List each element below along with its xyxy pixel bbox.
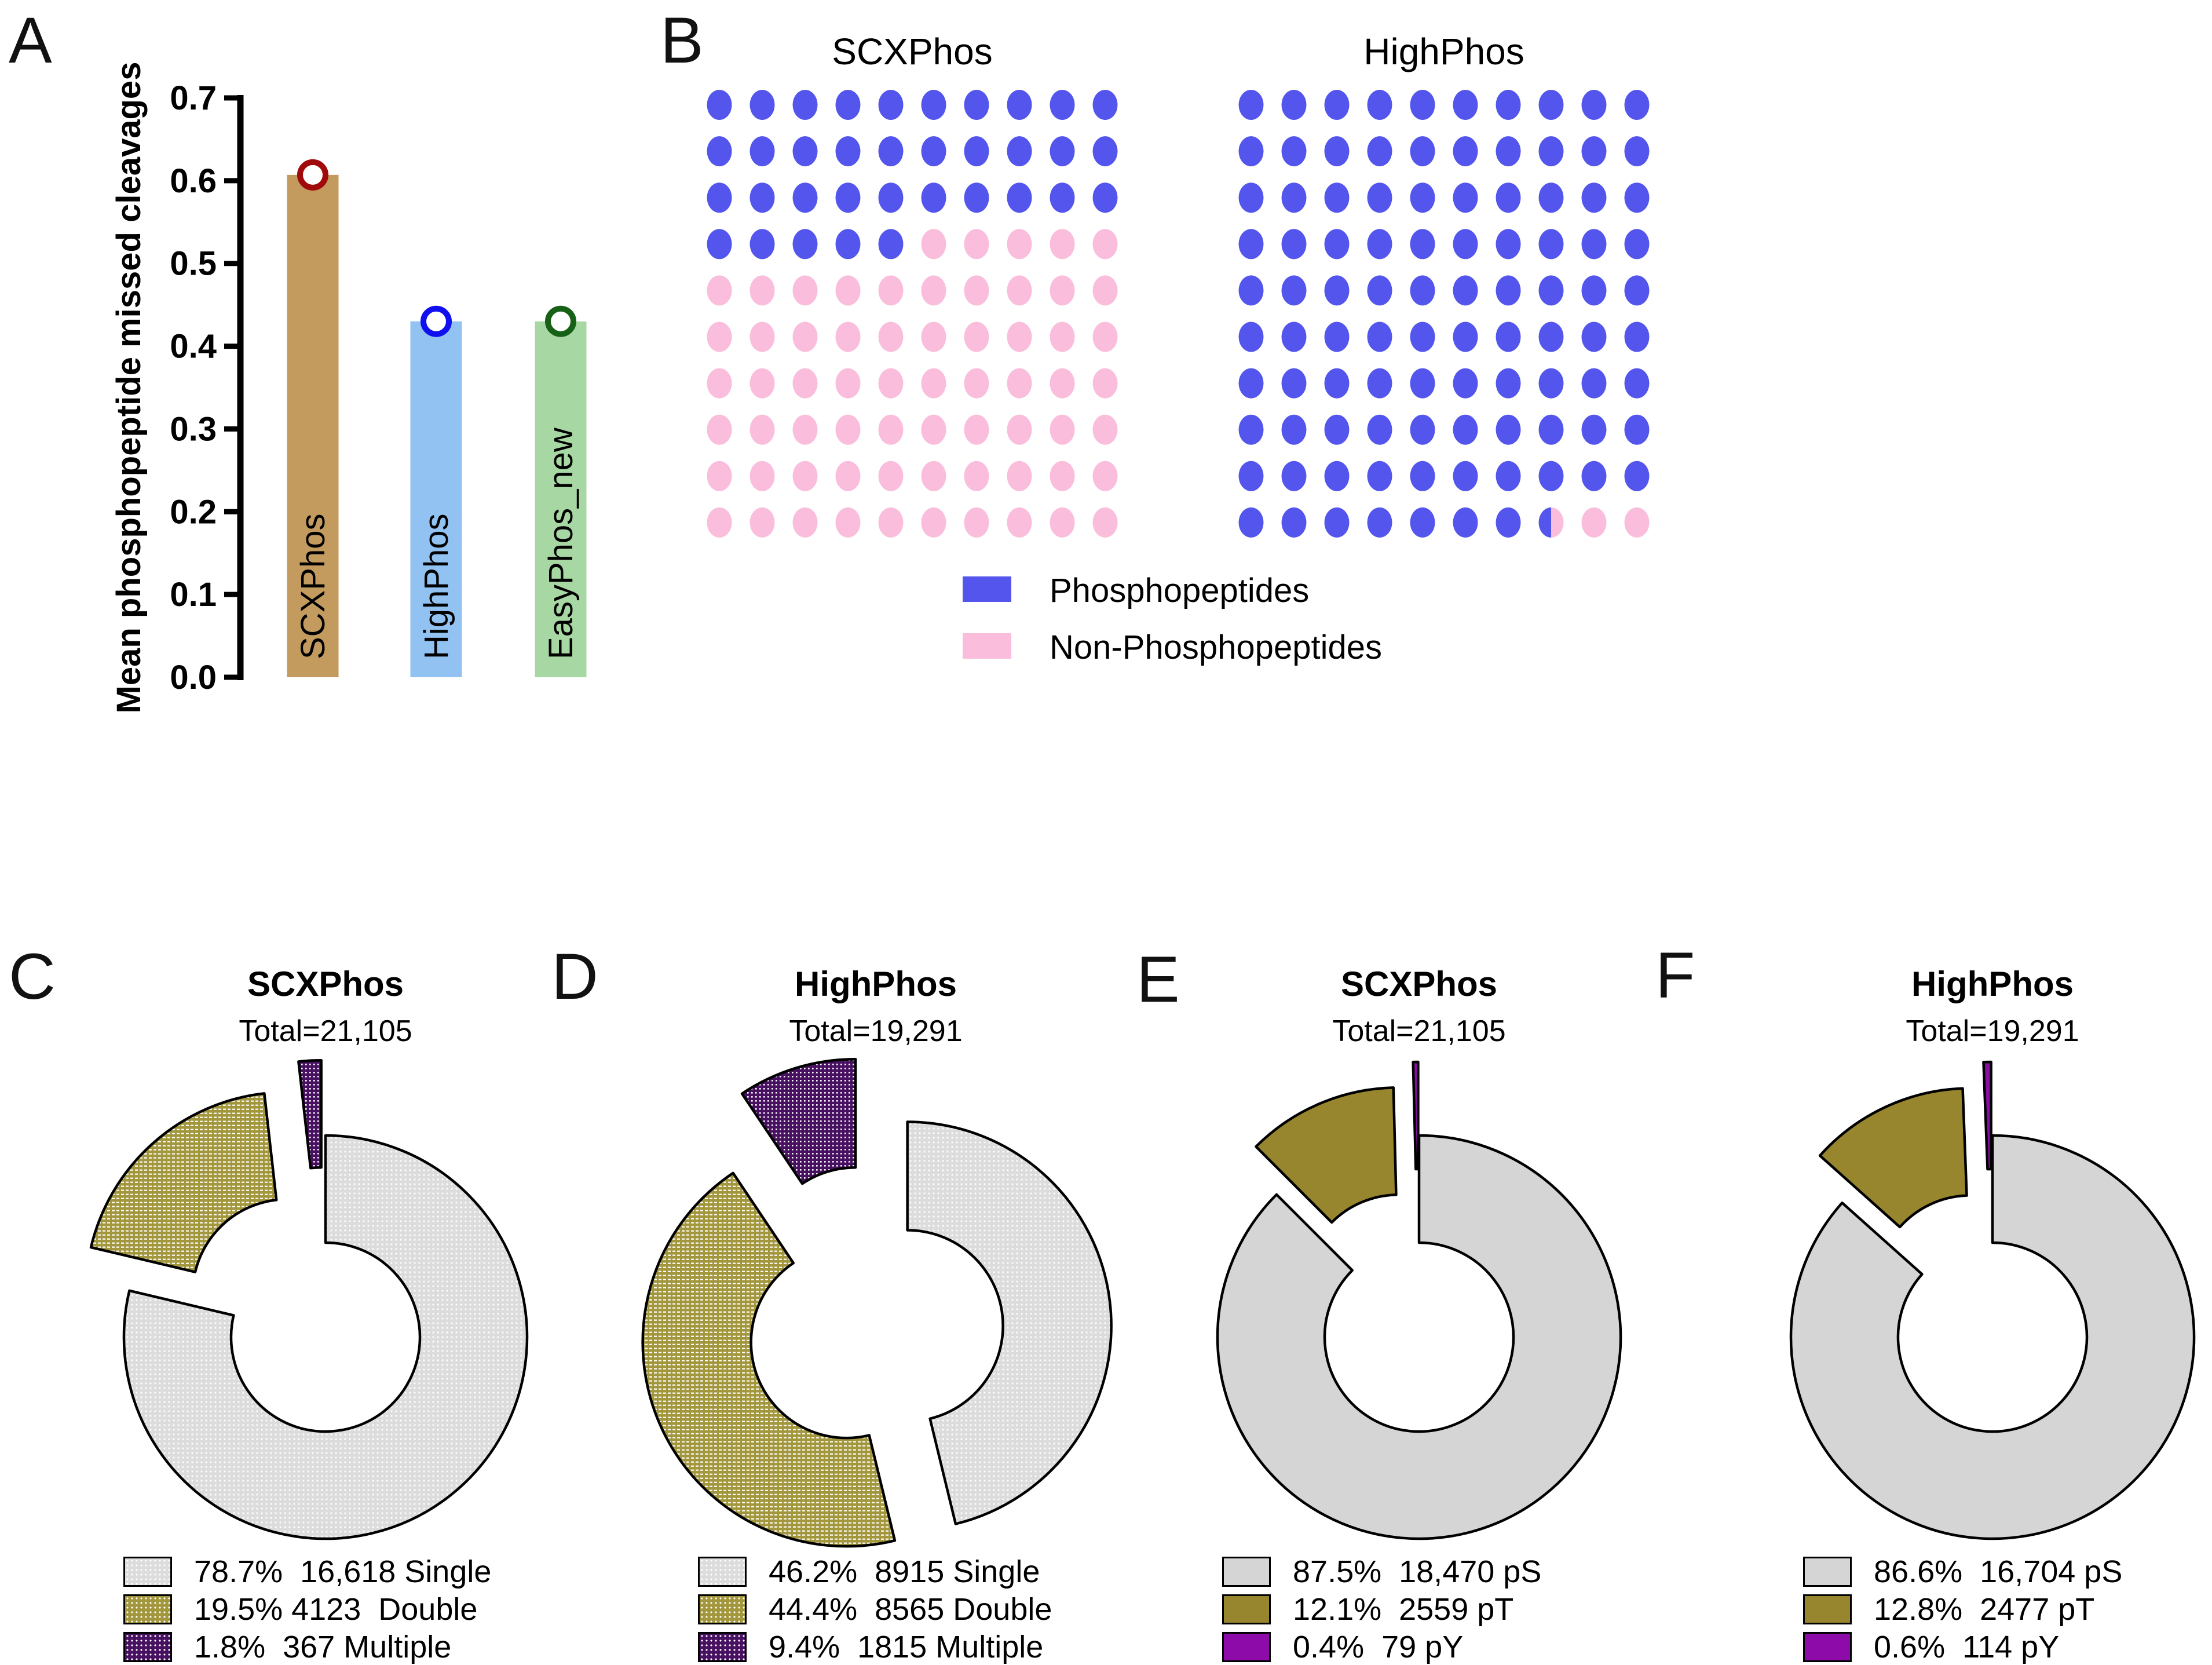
legend-row: 1.8% 367 Multiple (123, 1629, 451, 1665)
legend-swatch-single (698, 1557, 747, 1587)
panel-d-label: D (551, 940, 598, 1013)
donut-slice-double (89, 1092, 278, 1273)
legend-label-multiple: 9.4% 1815 Multiple (769, 1630, 1044, 1664)
legend-label-pt: 12.8% 2477 pT (1874, 1592, 2095, 1627)
y-axis-title: Mean phosphopeptide missed cleavages (110, 62, 148, 714)
panel-a-label: A (9, 4, 52, 76)
bar-scxphos (287, 174, 339, 677)
y-tick-label: 0.1 (170, 576, 217, 614)
y-tick-label: 0.2 (170, 493, 217, 531)
donut-f-svg (1789, 1060, 2196, 1540)
legend-label-single: 46.2% 8915 Single (769, 1554, 1040, 1589)
bar-label-highphos: HighPhos (418, 514, 455, 659)
donut-slice-multiple (297, 1058, 323, 1170)
donut-e-svg (1216, 1060, 1622, 1540)
legend-swatch-py (1803, 1632, 1852, 1662)
legend-row: 86.6% 16,704 pS (1803, 1553, 2122, 1590)
y-tick-label: 0.0 (170, 659, 217, 696)
legend-row: 19.5% 4123 Double (123, 1591, 477, 1628)
donut-c-total: Total=21,105 (239, 1014, 412, 1048)
donut-slice-multiple (740, 1057, 857, 1185)
dot-grid-title-highphos: HighPhos (1363, 31, 1524, 72)
y-tick-label: 0.6 (170, 162, 217, 200)
legend-label-single: 78.7% 16,618 Single (194, 1554, 492, 1589)
dot-grid-title-scxphos: SCXPhos (832, 31, 993, 72)
legend-label-ps: 87.5% 18,470 pS (1293, 1554, 1542, 1589)
legend-label-double: 44.4% 8565 Double (769, 1592, 1052, 1627)
donut-f-title: HighPhos (1911, 965, 2074, 1003)
legend-label-double: 19.5% 4123 Double (194, 1592, 478, 1627)
legend-swatch-multiple (698, 1632, 747, 1662)
panel-c-label: C (9, 940, 56, 1013)
donut-slice-ps (1789, 1134, 2196, 1540)
legend-swatch-multiple (123, 1632, 172, 1662)
donut-f-total: Total=19,291 (1906, 1014, 2079, 1048)
legend-swatch-pt (1222, 1594, 1271, 1624)
bar-label-scxphos: SCXPhos (294, 514, 332, 659)
donut-slice-py (1982, 1060, 1992, 1171)
legend-row: 0.6% 114 pY (1803, 1629, 2059, 1665)
donut-d-title: HighPhos (795, 965, 957, 1003)
legend-row: 12.8% 2477 pT (1803, 1591, 2094, 1628)
legend-swatch-single (123, 1557, 172, 1587)
marker-highphos (421, 305, 452, 337)
dot-grid-scxphos (707, 90, 1118, 538)
y-tick-label: 0.4 (170, 328, 217, 366)
bar-easyphos_new (535, 321, 587, 677)
donut-slice-ps (1216, 1134, 1622, 1540)
legend-label-pt: 12.1% 2559 pT (1293, 1592, 1514, 1627)
donut-d-total: Total=19,291 (789, 1014, 963, 1048)
legend-swatch-ps (1222, 1557, 1271, 1587)
legend-swatch-pt (1803, 1594, 1852, 1624)
donut-slice-single (906, 1120, 1113, 1525)
donut-slice-pt (1818, 1087, 1968, 1229)
legend-label-phosphopeptides: Phosphopeptides (1050, 572, 1310, 609)
legend-swatch-py (1222, 1632, 1271, 1662)
donut-slice-pt (1255, 1086, 1398, 1224)
dot-matrix-svg (707, 90, 1650, 538)
legend-label-multiple: 1.8% 367 Multiple (194, 1630, 452, 1664)
legend-row: 9.4% 1815 Multiple (698, 1629, 1043, 1665)
legend-row: 44.4% 8565 Double (698, 1591, 1052, 1628)
legend-label-ps: 86.6% 16,704 pS (1874, 1554, 2123, 1589)
bar-highphos (410, 321, 462, 677)
legend-swatch-double (123, 1594, 172, 1624)
donut-slice-double (641, 1171, 897, 1548)
donut-c-svg (89, 1058, 529, 1540)
donut-e-total: Total=21,105 (1332, 1014, 1506, 1048)
donut-slice-py (1412, 1060, 1420, 1171)
dot-grid-highphos (1238, 90, 1650, 538)
y-tick-label: 0.3 (170, 410, 217, 448)
panel-b-label: B (660, 4, 704, 76)
donut-slice-single (122, 1134, 529, 1540)
legend-row: 87.5% 18,470 pS (1222, 1553, 1541, 1590)
legend-swatch-phosphopeptides (963, 576, 1011, 602)
legend-swatch-double (698, 1594, 747, 1624)
donut-c-title: SCXPhos (247, 965, 404, 1003)
donut-d-svg (641, 1057, 1113, 1548)
marker-easyphos_new (545, 305, 576, 337)
bar-chart-svg: 0.0 0.1 0.2 0.3 0.4 0.5 0.6 0.7 Mean phosphopept… (110, 62, 587, 714)
legend-label-py: 0.6% 114 pY (1874, 1630, 2060, 1664)
panel-f-label: F (1655, 939, 1695, 1012)
y-tick-label: 0.7 (170, 79, 217, 117)
marker-scxphos (297, 159, 328, 191)
legend-row: 12.1% 2559 pT (1222, 1591, 1513, 1628)
legend-swatch-non-phosphopeptides (963, 633, 1011, 659)
legend-row: 46.2% 8915 Single (698, 1553, 1040, 1590)
legend-row: 78.7% 16,618 Single (123, 1553, 491, 1590)
legend-swatch-ps (1803, 1557, 1852, 1587)
legend-label-py: 0.4% 79 pY (1293, 1630, 1464, 1664)
donut-e-title: SCXPhos (1340, 965, 1498, 1003)
legend-label-non-phosphopeptides: Non-Phosphopeptides (1050, 629, 1382, 666)
y-tick-label: 0.5 (170, 245, 217, 283)
panel-e-label: E (1136, 943, 1180, 1016)
bar-label-easyphos_new: EasyPhos_new (542, 427, 580, 659)
legend-row: 0.4% 79 pY (1222, 1629, 1463, 1665)
